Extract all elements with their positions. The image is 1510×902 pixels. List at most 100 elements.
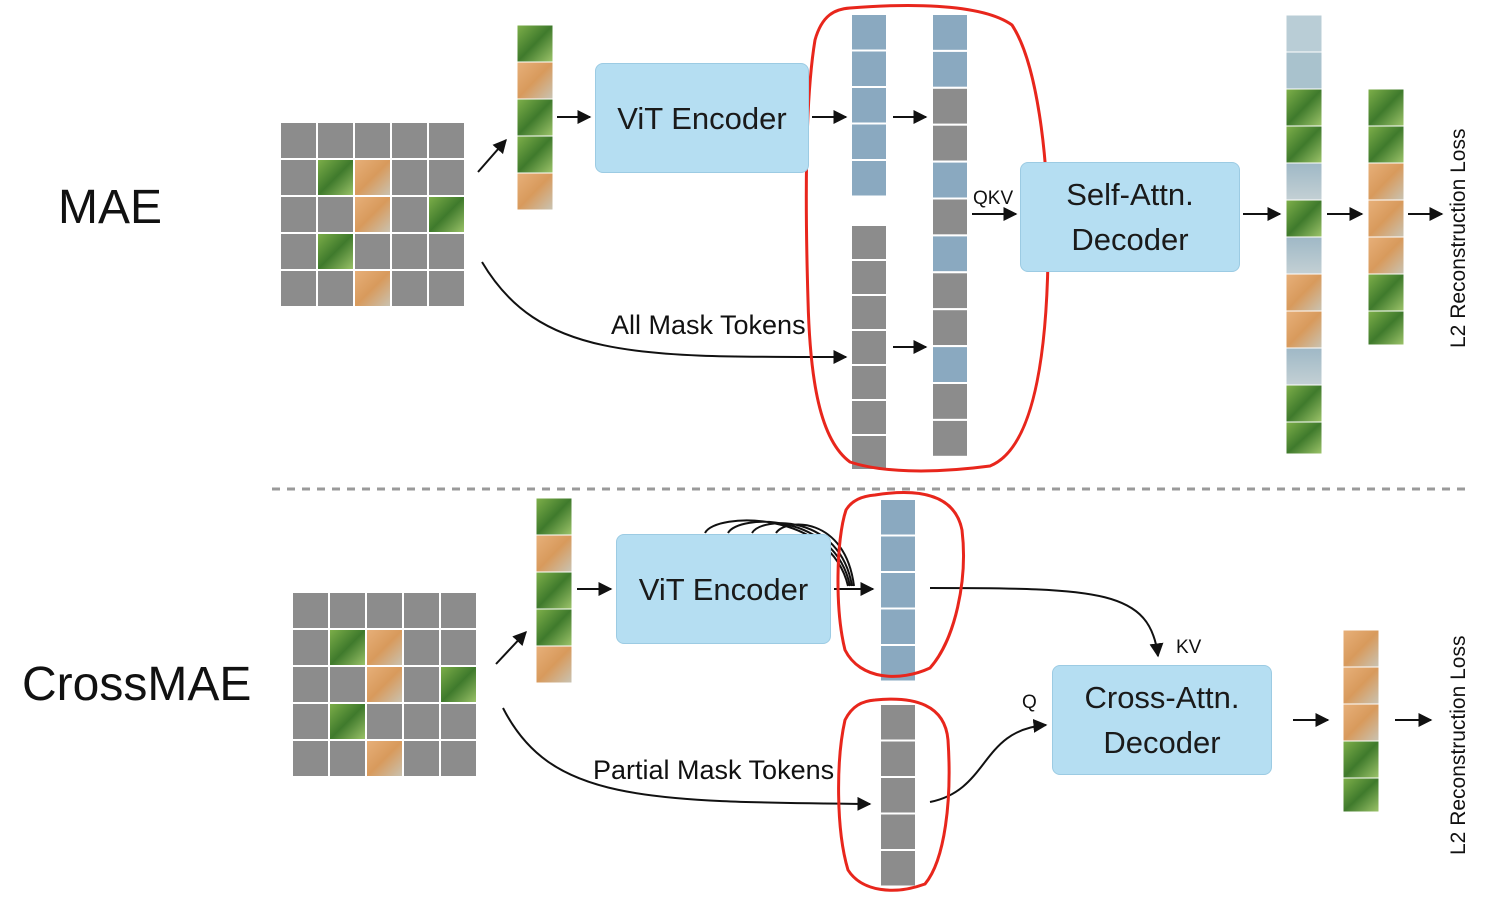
merged-token — [931, 271, 969, 311]
masked-patch — [316, 121, 355, 160]
masked-patch — [279, 232, 318, 271]
mask-token — [850, 329, 888, 366]
masked-patch — [365, 702, 404, 741]
masked-patch — [439, 702, 478, 741]
mae-target-patches — [1367, 88, 1405, 346]
mask-token — [879, 812, 917, 851]
mask-token — [879, 776, 917, 815]
merged-token — [931, 418, 969, 458]
mae-title: MAE — [58, 181, 163, 234]
mae-encoded-tokens — [850, 13, 888, 198]
masked-patch — [328, 739, 367, 778]
merged-token — [931, 49, 969, 89]
masked-patch — [316, 269, 355, 308]
merged-token — [931, 345, 969, 385]
merged-token — [931, 86, 969, 126]
masked-patch — [390, 121, 429, 160]
masked-patch — [353, 121, 392, 160]
merged-token — [931, 382, 969, 421]
visible-patch — [316, 158, 355, 197]
merged-token — [931, 160, 969, 200]
crossmae-visible-patches — [535, 497, 573, 684]
masked-patch — [390, 269, 429, 308]
crossmae-arrow-kv — [929, 587, 1164, 658]
mask-token — [850, 224, 888, 261]
mask-token — [850, 294, 888, 331]
mae-self-attn-decoder: Self-Attn. Decoder — [1020, 162, 1240, 272]
crossmae-arrow-image-to-patches — [495, 630, 527, 665]
masked-patch — [439, 628, 478, 667]
crossmae-encoded-tokens — [879, 498, 917, 683]
masked-patch — [402, 591, 441, 630]
masked-patch — [291, 591, 330, 630]
crossmae-highlight-encoded — [836, 491, 965, 678]
masked-patch — [390, 158, 429, 197]
crossmae-q-label: Q — [1022, 692, 1037, 713]
merged-token — [931, 234, 969, 274]
mae-loss-label: L2 Reconstruction Loss — [1447, 128, 1470, 348]
masked-patch — [291, 628, 330, 667]
crossmae-encoder-label: ViT Encoder — [638, 571, 809, 607]
mae-mask-tokens — [850, 224, 888, 471]
mae-qkv-label: QKV — [973, 188, 1014, 209]
visible-patch — [328, 628, 367, 667]
masked-patch — [279, 195, 318, 234]
mae-arrow-image-to-patches — [477, 138, 507, 173]
crossmae-kv-label: KV — [1176, 637, 1202, 658]
mae-highlight-outline — [804, 4, 1050, 473]
mask-token — [850, 259, 888, 296]
mae-encoder-label: ViT Encoder — [617, 100, 787, 136]
crossmae-mask-tokens-label: Partial Mask Tokens — [593, 755, 835, 785]
masked-patch — [365, 591, 404, 630]
crossmae-skip-connections — [704, 519, 855, 587]
masked-patch — [427, 232, 466, 271]
mae-decoder-output — [1285, 14, 1323, 455]
masked-patch — [439, 591, 478, 630]
visible-patch — [439, 665, 478, 704]
masked-patch — [291, 702, 330, 741]
encoded-token — [850, 13, 888, 52]
encoded-token — [850, 49, 888, 88]
mask-token — [879, 739, 917, 778]
merged-token — [931, 123, 969, 163]
crossmae-masked-image — [291, 591, 478, 778]
masked-patch — [291, 665, 330, 704]
crossmae-loss-label: L2 Reconstruction Loss — [1447, 635, 1470, 855]
mask-token — [879, 703, 917, 742]
encoded-token — [850, 122, 888, 161]
encoded-token — [879, 498, 917, 537]
visible-patch — [316, 232, 355, 271]
encoded-token — [879, 534, 917, 573]
merged-token — [931, 13, 969, 52]
masked-patch — [279, 121, 318, 160]
mae-masked-image — [279, 121, 466, 308]
masked-patch — [328, 591, 367, 630]
merged-token — [931, 308, 969, 348]
visible-patch — [353, 269, 392, 308]
crossmae-title: CrossMAE — [22, 658, 252, 711]
mae-mask-tokens-label: All Mask Tokens — [611, 310, 806, 340]
mask-token — [850, 399, 888, 436]
crossmae-decoder-label: Cross-Attn. Decoder — [1084, 680, 1240, 760]
crossmae-vit-encoder: ViT Encoder — [616, 534, 831, 644]
crossmae-highlight-mask — [837, 697, 951, 892]
masked-patch — [427, 121, 466, 160]
visible-patch — [353, 158, 392, 197]
visible-patch — [365, 739, 404, 778]
mask-token — [850, 434, 888, 471]
masked-patch — [439, 739, 478, 778]
crossmae-cross-attn-decoder: Cross-Attn. Decoder — [1052, 665, 1272, 775]
encoded-token — [879, 571, 917, 610]
masked-patch — [353, 232, 392, 271]
mae-visible-patches — [516, 24, 554, 211]
mae-vit-encoder: ViT Encoder — [595, 63, 809, 173]
encoded-token — [850, 159, 888, 198]
mask-token — [850, 364, 888, 401]
visible-patch — [365, 665, 404, 704]
mae-merged-tokens — [931, 13, 969, 458]
masked-patch — [427, 269, 466, 308]
visible-patch — [427, 195, 466, 234]
visible-patch — [328, 702, 367, 741]
masked-patch — [402, 702, 441, 741]
